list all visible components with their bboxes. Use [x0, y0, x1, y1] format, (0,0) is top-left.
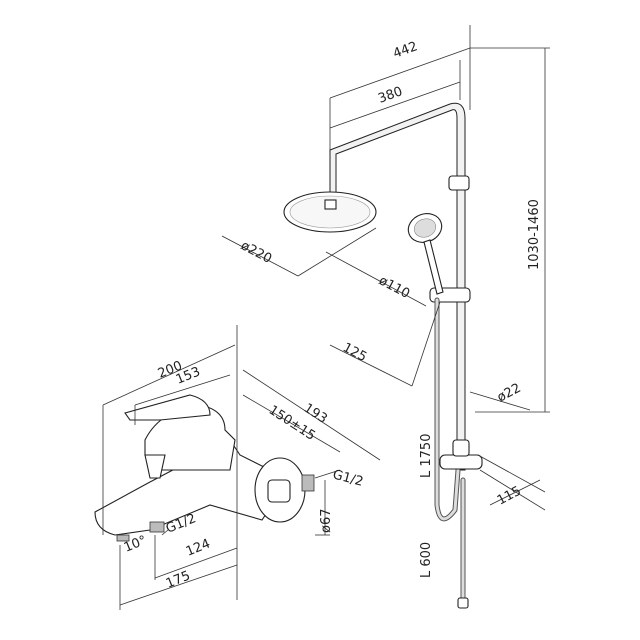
dim-rail-diameter: ø22	[495, 381, 524, 406]
dim-hose-length: L 1750	[419, 434, 434, 478]
dim-125: 125	[340, 340, 369, 365]
dim-lower-hose-length: L 600	[419, 542, 434, 578]
bath-mixer	[94, 394, 315, 542]
dim-height-range: 1030-1460	[527, 199, 542, 270]
shower-column	[283, 102, 483, 609]
dim-inlet-g12: G1/2	[331, 467, 365, 490]
dim-175: 175	[164, 569, 193, 592]
dim-124: 124	[184, 537, 213, 560]
hose-connector	[439, 454, 483, 470]
dim-escutcheon-diameter: ø67	[319, 509, 334, 534]
dim-115: 115	[495, 484, 524, 509]
dim-head-diameter: ø220	[238, 238, 274, 267]
shower-dimensions: 442 380 ø220 ø110 125 1030-1460 ø22 L 17…	[221, 25, 550, 578]
dim-hand-shower-diameter: ø110	[376, 273, 412, 302]
dim-442: 442	[391, 39, 419, 62]
rail-slider	[448, 175, 470, 191]
diverter-knob	[144, 454, 166, 479]
